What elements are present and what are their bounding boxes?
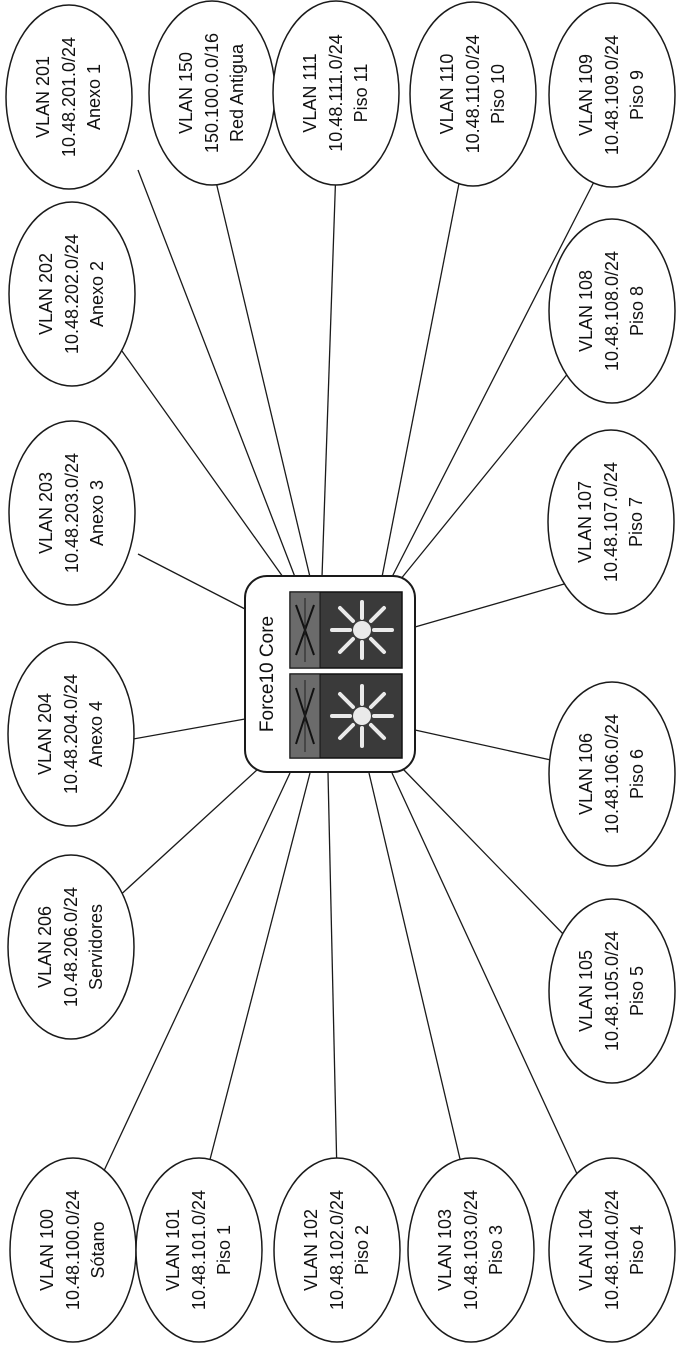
vlan-110-label-line-1: VLAN 110 — [437, 54, 457, 135]
vlan-111-label-line-1: VLAN 111 — [300, 53, 320, 132]
vlan-109-label-line-3: Piso 9 — [627, 70, 647, 120]
vlan-150-label-line-2: 150.100.0.0/16 — [202, 33, 222, 153]
core-switch: Force10 Core — [245, 576, 415, 772]
vlan-107-label-line-3: Piso 7 — [626, 497, 646, 547]
vlan-105-label-line-2: 10.48.105.0/24 — [602, 931, 622, 1051]
vlan-106-label-line-1: VLAN 106 — [576, 733, 596, 815]
link-vlan-203 — [138, 554, 245, 609]
vlan-101-label-line-2: 10.48.101.0/24 — [189, 1190, 209, 1310]
vlan-109-label-line-2: 10.48.109.0/24 — [602, 35, 622, 155]
vlan-150-label-line-3: Red Antigua — [227, 43, 247, 142]
vlan-111-label-line-3: Piso 11 — [351, 64, 371, 123]
link-vlan-102 — [328, 773, 337, 1176]
vlan-206-label-line-2: 10.48.206.0/24 — [61, 887, 81, 1007]
link-vlan-111 — [322, 167, 336, 577]
vlan-103-label-line-1: VLAN 103 — [435, 1209, 455, 1291]
vlan-105-label-line-3: Piso 5 — [627, 966, 647, 1016]
vlan-201-label-line-3: Anexo 1 — [84, 64, 104, 130]
vlan-204-label-line-1: VLAN 204 — [35, 693, 55, 775]
vlan-101-label-line-1: VLAN 101 — [163, 1209, 183, 1291]
vlan-203-label-line-2: 10.48.203.0/24 — [62, 453, 82, 573]
vlan-110-label-line-3: Piso 10 — [488, 64, 508, 124]
vlan-104-label-line-3: Piso 4 — [627, 1225, 647, 1275]
vlan-201-label-line-2: 10.48.201.0/24 — [59, 37, 79, 157]
vlan-104-label-line-2: 10.48.104.0/24 — [602, 1190, 622, 1310]
vlan-203-node: VLAN 203 10.48.203.0/24Anexo 3 — [9, 421, 135, 605]
link-vlan-110 — [382, 168, 462, 577]
vlan-100-label-line-2: 10.48.100.0/24 — [63, 1190, 83, 1310]
vlan-102-node: VLAN 102 10.48.102.0/24Piso 2 — [274, 1158, 400, 1342]
vlan-104-label-line-1: VLAN 104 — [576, 1209, 596, 1291]
vlan-201-label-line-1: VLAN 201 — [33, 56, 53, 138]
vlan-108-label-line-3: Piso 8 — [627, 286, 647, 336]
vlan-202-label-line-3: Anexo 2 — [87, 261, 107, 327]
link-vlan-101 — [206, 773, 310, 1175]
vlan-101-label-line-3: Piso 1 — [214, 1225, 234, 1275]
vlan-202-label-line-1: VLAN 202 — [36, 253, 56, 335]
vlan-204-label-line-2: 10.48.204.0/24 — [61, 674, 81, 794]
vlan-102-label-line-2: 10.48.102.0/24 — [327, 1190, 347, 1310]
link-vlan-202 — [112, 337, 283, 577]
vlan-108-label-line-2: 10.48.108.0/24 — [602, 251, 622, 371]
vlan-111-label-line-2: 10.48.111.0/24 — [326, 34, 346, 151]
vlan-107-label-line-2: 10.48.107.0/24 — [601, 462, 621, 582]
vlan-109-label-line-1: VLAN 109 — [576, 54, 596, 136]
vlan-203-label-line-1: VLAN 203 — [36, 472, 56, 554]
vlan-206-node: VLAN 206 10.48.206.0/24Servidores — [8, 855, 134, 1039]
vlan-105-label-line-1: VLAN 105 — [576, 950, 596, 1032]
vlan-108-label-line-1: VLAN 108 — [576, 270, 596, 352]
network-switch-icon — [290, 592, 402, 758]
vlan-106-label-line-3: Piso 6 — [627, 749, 647, 799]
vlan-204-label-line-3: Anexo 4 — [86, 701, 106, 767]
vlan-203-label-line-3: Anexo 3 — [87, 480, 107, 546]
link-vlan-204 — [122, 719, 245, 741]
vlan-102-label-line-1: VLAN 102 — [301, 1209, 321, 1291]
vlan-100-label-line-3: Sótano — [88, 1221, 108, 1278]
vlan-103-label-line-2: 10.48.103.0/24 — [461, 1190, 481, 1310]
vlan-103-label-line-3: Piso 3 — [486, 1225, 506, 1275]
vlan-107-label-line-1: VLAN 107 — [575, 481, 595, 563]
vlan-107-node: VLAN 107 10.48.107.0/24Piso 7 — [548, 430, 674, 614]
vlan-106-label-line-2: 10.48.106.0/24 — [602, 714, 622, 834]
link-vlan-201 — [138, 170, 295, 577]
vlan-110-label-line-2: 10.48.110.0/24 — [463, 35, 483, 154]
link-vlan-105 — [403, 769, 566, 937]
vlan-202-label-line-2: 10.48.202.0/24 — [62, 234, 82, 354]
vlan-102-label-line-3: Piso 2 — [352, 1225, 372, 1275]
vlan-206-label-line-1: VLAN 206 — [35, 906, 55, 988]
link-vlan-103 — [369, 773, 464, 1176]
link-vlan-107 — [415, 580, 578, 627]
link-vlan-150 — [212, 165, 310, 577]
vlan-206-label-line-3: Servidores — [86, 904, 106, 990]
vlan-150-label-line-1: VLAN 150 — [176, 52, 196, 134]
vlan-100-label-line-1: VLAN 100 — [37, 1209, 57, 1291]
core-switch-label: Force10 Core — [257, 616, 278, 732]
link-vlan-206 — [104, 769, 258, 910]
